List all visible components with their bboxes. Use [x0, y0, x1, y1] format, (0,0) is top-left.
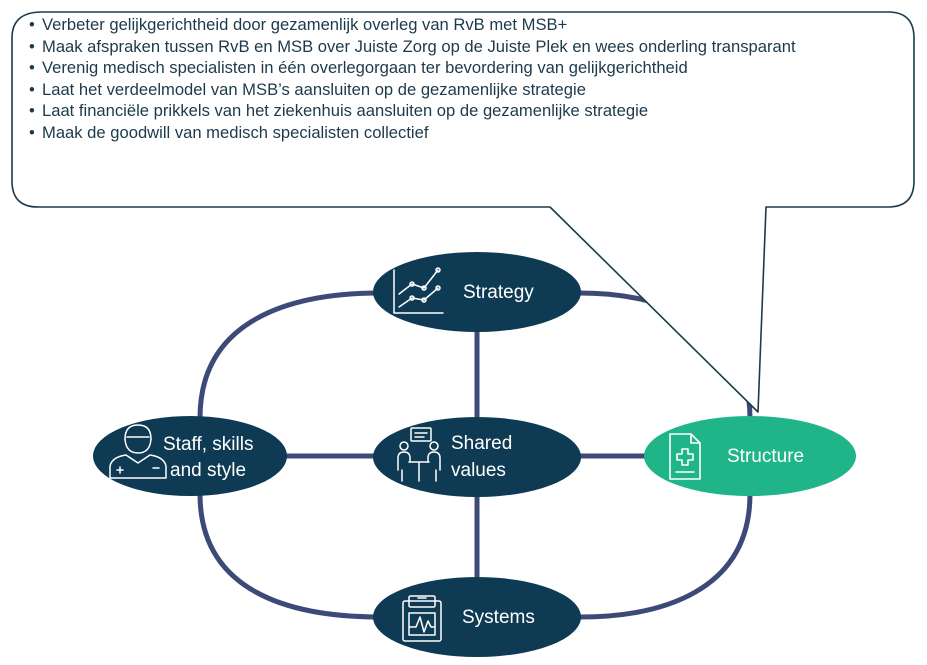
node-systems — [373, 577, 581, 657]
recommendation-list: Verbeter gelijkgerichtheid door gezamenl… — [28, 14, 918, 144]
systems-label: Systems — [462, 607, 535, 628]
doctor-icon — [109, 424, 167, 479]
node-shared-values — [373, 417, 581, 497]
node-structure — [644, 416, 856, 496]
recommendation-item: Maak de goodwill van medisch specialiste… — [28, 122, 918, 144]
shared-label-line2: values — [451, 460, 506, 481]
recommendation-item: Verenig medisch specialisten in één over… — [28, 57, 918, 79]
medical-document-icon — [669, 433, 701, 480]
node-staff-skills-style — [93, 416, 287, 496]
staff-label-line1: Staff, skills — [163, 434, 254, 455]
line-chart-icon — [393, 267, 444, 314]
node-strategy — [373, 252, 581, 332]
meeting-icon — [397, 427, 441, 482]
connector-structure-systems — [577, 491, 753, 620]
connectors — [197, 290, 753, 620]
strategy-label: Strategy — [463, 282, 534, 303]
shared-label-line1: Shared — [451, 433, 513, 454]
recommendation-item: Verbeter gelijkgerichtheid door gezamenl… — [28, 14, 918, 36]
recommendation-item: Laat financiële prikkels van het ziekenh… — [28, 100, 918, 122]
connector-strategy-staff — [197, 290, 383, 421]
staff-label-line2: and style — [170, 460, 247, 481]
recommendation-item: Maak afspraken tussen RvB en MSB over Ju… — [28, 36, 918, 58]
connector-staff-systems — [197, 491, 383, 620]
clipboard-pulse-icon — [402, 595, 442, 642]
structure-label: Structure — [727, 446, 805, 467]
recommendation-item: Laat het verdeelmodel van MSB’s aansluit… — [28, 79, 918, 101]
